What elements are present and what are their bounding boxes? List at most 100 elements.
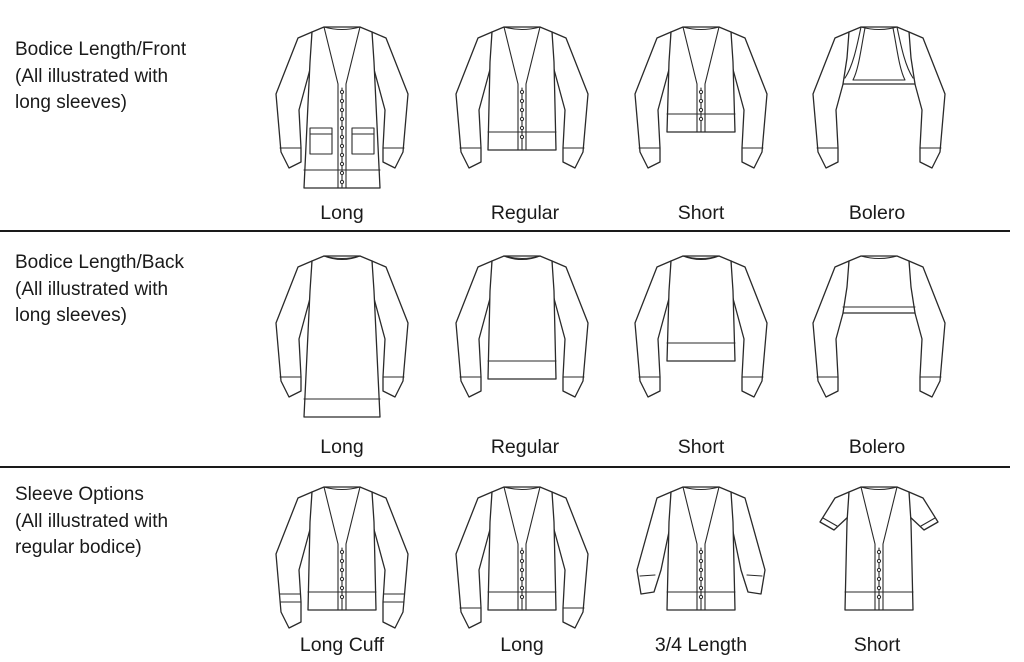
button-band [704, 486, 720, 611]
button [339, 576, 345, 582]
cardigan-illustration-short-back [631, 247, 771, 422]
three-quarter-sleeve [636, 491, 672, 595]
section-label-line: regular bodice) [15, 537, 142, 558]
cardigan-drawing [819, 486, 939, 611]
button [339, 594, 345, 600]
section-label: Bodice Length/Back (All illustrated with… [15, 250, 184, 330]
neckline [323, 486, 361, 491]
button [519, 125, 525, 131]
section-label-line: (All illustrated with [15, 65, 169, 87]
button [698, 558, 704, 564]
caption-long-cuff: Long Cuff [299, 634, 385, 656]
button [876, 558, 882, 564]
neckline [503, 486, 541, 491]
neckline [860, 255, 898, 260]
section-divider [0, 466, 1010, 468]
button [519, 576, 525, 582]
button-band [525, 486, 541, 611]
button-band [503, 26, 519, 151]
neckline [860, 486, 898, 491]
button [339, 179, 345, 185]
long-sleeve [634, 260, 672, 398]
button [339, 125, 345, 131]
long-sleeve [908, 260, 946, 398]
button [698, 594, 704, 600]
button [339, 143, 345, 149]
three-quarter-sleeve [730, 491, 766, 595]
button [698, 576, 704, 582]
section-bodice-length-front: Bodice Length/Front (All illustrated wit… [0, 0, 1024, 230]
long-sleeve [908, 31, 946, 169]
long-sleeve [551, 260, 589, 398]
cardigan-illustration-bolero-front [809, 18, 949, 193]
neckline [503, 255, 541, 260]
button [519, 585, 525, 591]
long-sleeve [371, 31, 409, 169]
button [339, 107, 345, 113]
cardigan-drawing [275, 255, 409, 418]
long-sleeve [371, 260, 409, 398]
button [519, 89, 525, 95]
button [698, 549, 704, 555]
cardigan-illustration-short-sleeve [809, 478, 949, 653]
caption-long: Long [320, 202, 364, 224]
neckline [860, 26, 898, 31]
long-sleeve [730, 31, 768, 169]
long-sleeve [812, 31, 850, 169]
section-label: Bodice Length/Front (All illustrated wit… [15, 37, 186, 117]
button-band [882, 486, 898, 611]
button [876, 585, 882, 591]
long-sleeve [551, 31, 589, 169]
button [876, 549, 882, 555]
cardigan-illustration-regular-front [452, 18, 592, 193]
cardigan-illustration-long-cuff-sleeve [272, 478, 412, 653]
cardigan-drawing [634, 26, 768, 169]
cardigan-drawing [636, 486, 766, 611]
bolero-front-band [844, 26, 914, 79]
button-band [682, 486, 698, 611]
button-band [323, 26, 339, 189]
sleeve-cuff-line [746, 574, 763, 577]
section-label-line: Bodice Length/Front [15, 39, 187, 60]
button [519, 107, 525, 113]
caption-regular: Regular [490, 436, 560, 458]
button-band [860, 486, 876, 611]
button-band [704, 26, 720, 133]
sleeve-hem-band [822, 517, 838, 527]
button [876, 576, 882, 582]
button-band [345, 26, 361, 189]
section-label-line: (All illustrated with [15, 510, 169, 532]
neckline [682, 255, 720, 260]
section-label-line: long sleeves) [15, 305, 127, 326]
cardigan-illustration-long-front [272, 18, 412, 193]
button-band [682, 26, 698, 133]
neckline [503, 26, 541, 31]
long-sleeve [730, 260, 768, 398]
cardigan-body [666, 255, 736, 362]
long-sleeve [455, 260, 493, 398]
neckline [323, 26, 361, 31]
button [339, 134, 345, 140]
cardigan-drawing [455, 255, 589, 398]
cardigan-body [666, 26, 736, 133]
section-label-line: (All illustrated with [15, 278, 169, 300]
button-band [503, 486, 519, 611]
button-band [323, 486, 339, 611]
cardigan-drawing [455, 486, 589, 629]
bolero-body [842, 255, 916, 314]
cardigan-drawing [275, 486, 409, 629]
neckline [682, 26, 720, 31]
cardigan-illustration-bolero-back [809, 247, 949, 422]
button [339, 98, 345, 104]
cardigan-drawing [812, 26, 946, 169]
section-label-line: Sleeve Options [15, 484, 144, 505]
button-band [345, 486, 361, 611]
button [339, 161, 345, 167]
button [519, 558, 525, 564]
cardigan-drawing [455, 26, 589, 169]
section-label-line: Bodice Length/Back [15, 252, 185, 273]
caption-long: Long [500, 634, 544, 656]
button [339, 558, 345, 564]
long-sleeve [812, 260, 850, 398]
caption-short: Short [677, 436, 725, 458]
